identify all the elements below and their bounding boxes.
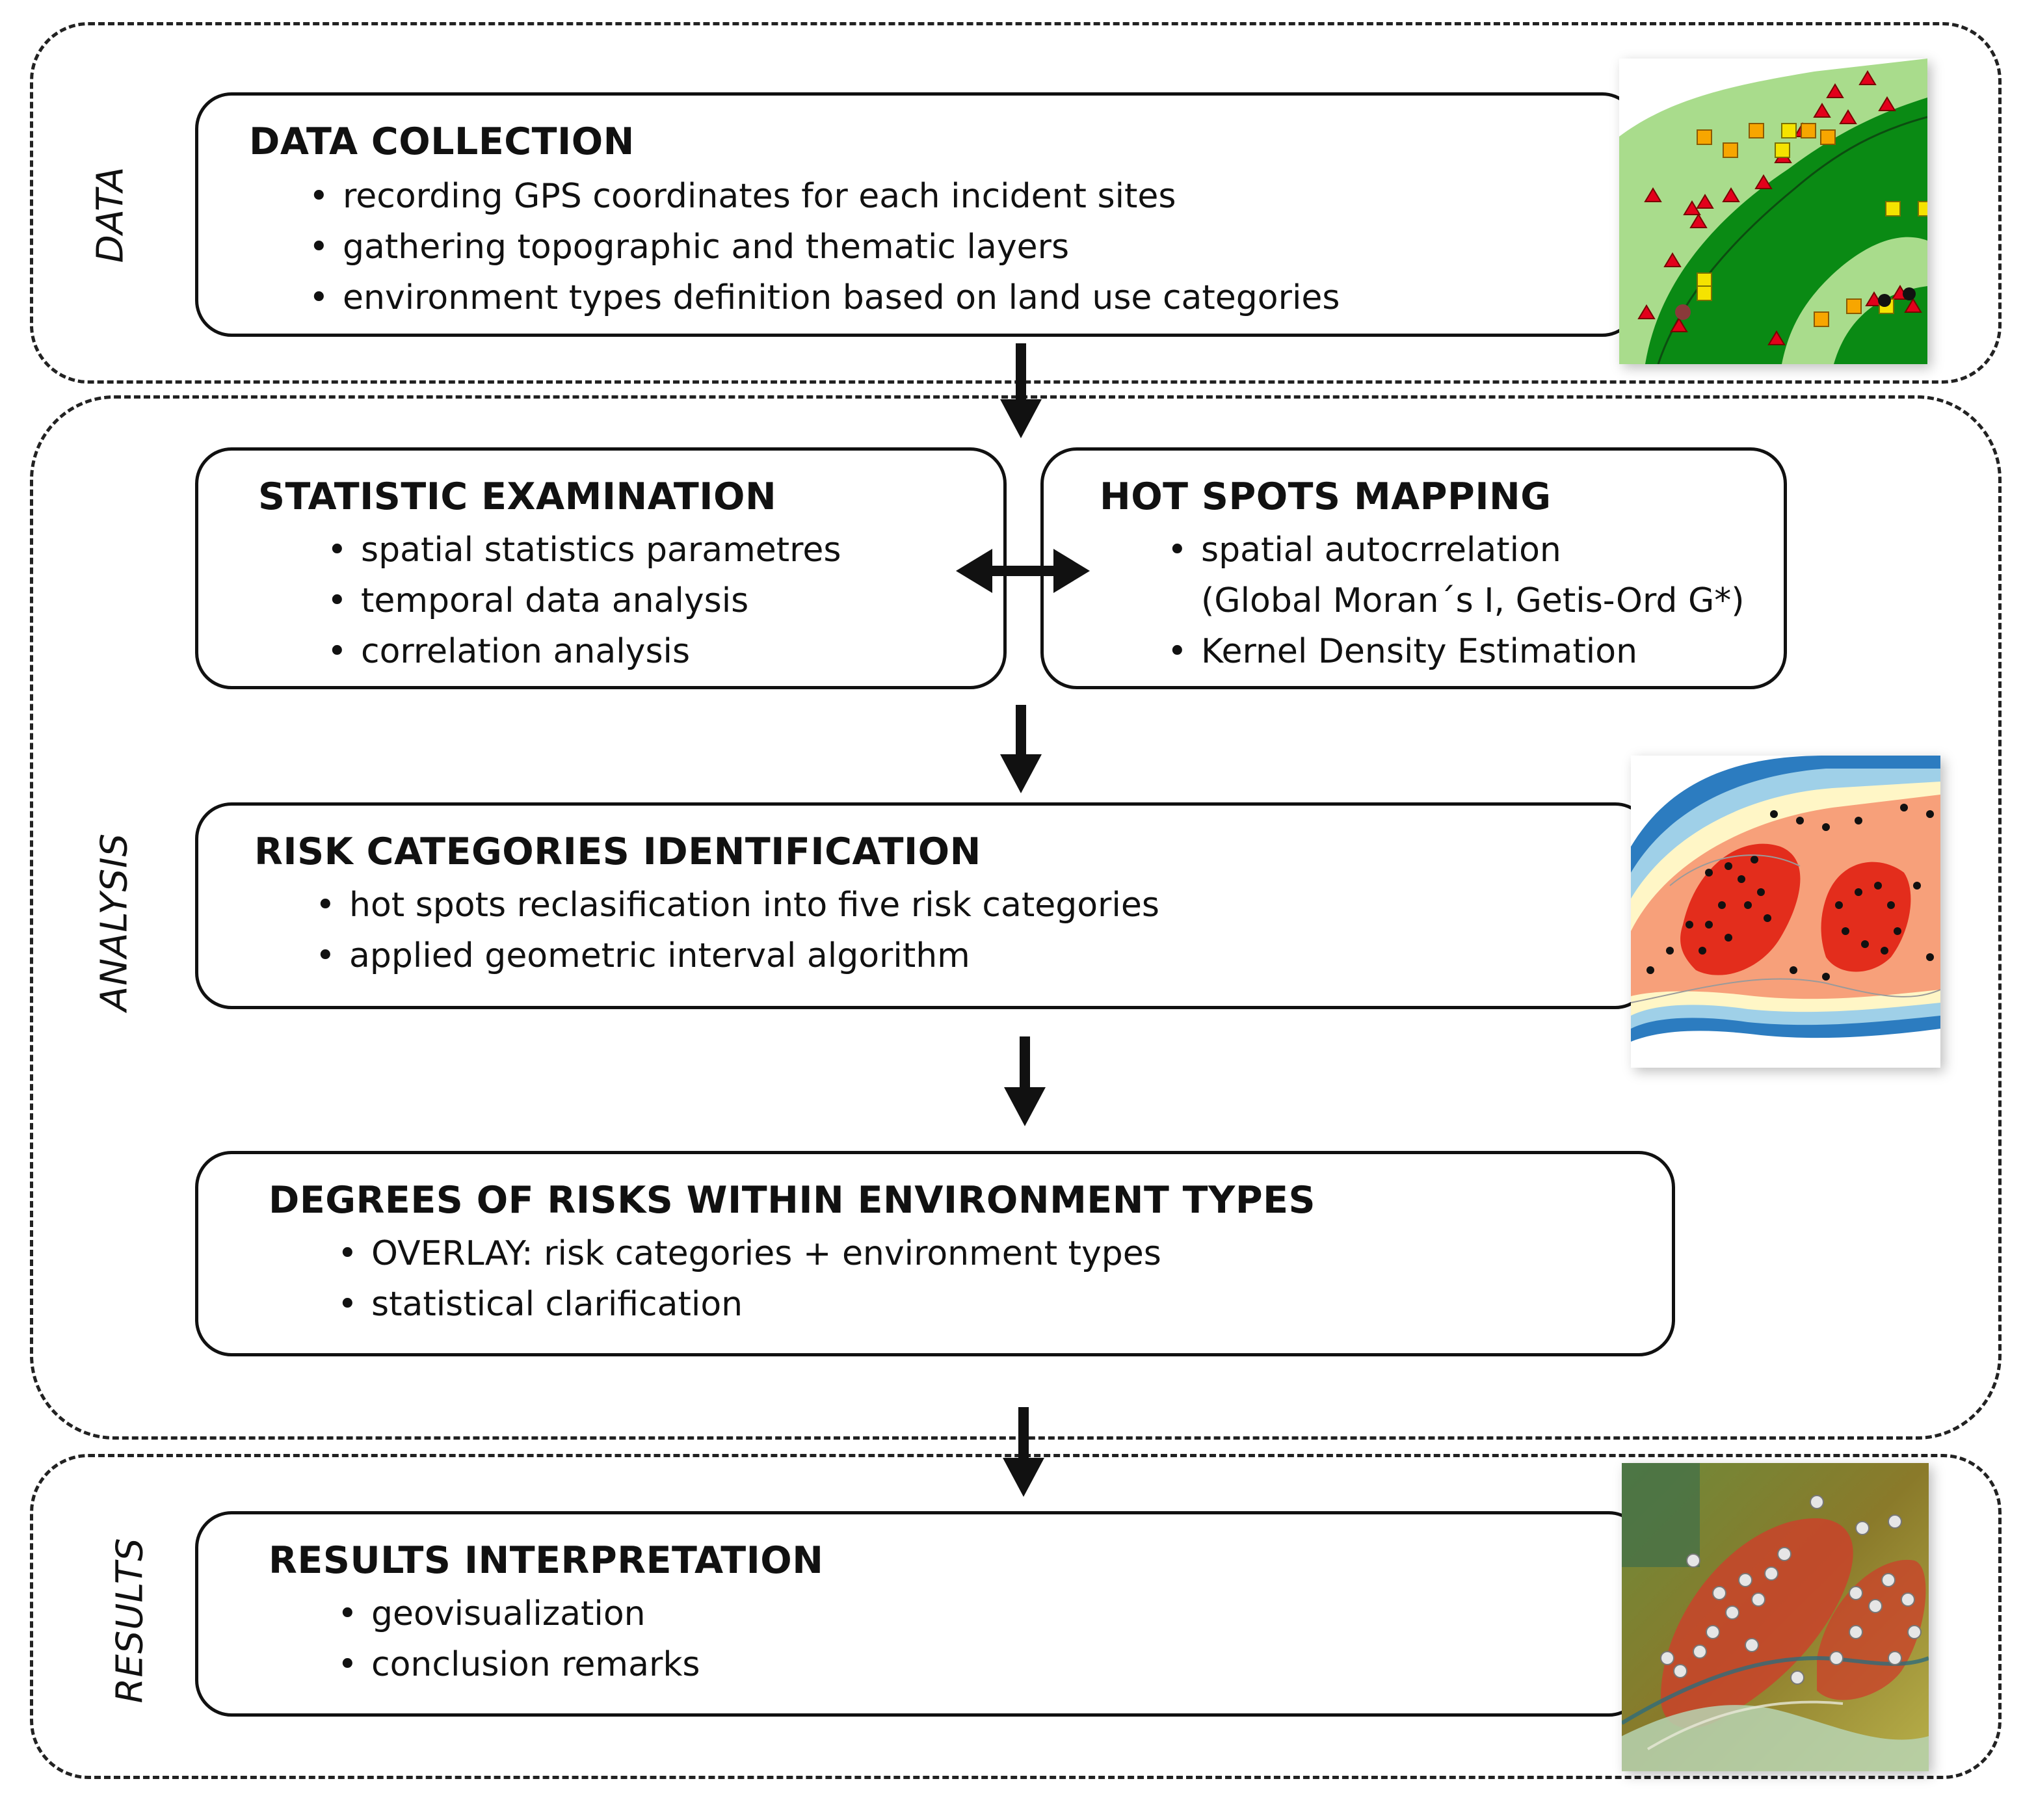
list-item: spatial statistics parametres bbox=[327, 525, 841, 575]
results-interpretation-title: RESULTS INTERPRETATION bbox=[269, 1539, 824, 1582]
arrow-down-icon bbox=[1000, 343, 1042, 438]
risk-density-map-thumbnail bbox=[1631, 756, 1940, 1068]
list-item: conclusion remarks bbox=[337, 1639, 700, 1690]
analysis-section-label: ANALYSIS bbox=[93, 832, 136, 1012]
list-item: geovisualization bbox=[337, 1589, 700, 1639]
degrees-of-risks-list: OVERLAY: risk categories + environment t… bbox=[337, 1228, 1161, 1330]
list-item: hot spots reclasification into five risk… bbox=[315, 880, 1159, 930]
risk-categories-title: RISK CATEGORIES IDENTIFICATION bbox=[254, 830, 981, 873]
risk-categories-box: RISK CATEGORIES IDENTIFICATION hot spots… bbox=[195, 802, 1652, 1009]
results-section-label: RESULTS bbox=[109, 1537, 152, 1704]
arrow-down-icon bbox=[1004, 1036, 1046, 1126]
data-section-label: DATA bbox=[89, 166, 132, 263]
list-item: environment types definition based on la… bbox=[309, 272, 1340, 323]
arrow-down-icon bbox=[1000, 705, 1042, 793]
incident-map-thumbnail bbox=[1619, 59, 1927, 364]
list-item: correlation analysis bbox=[327, 626, 841, 677]
list-item: spatial autocrrelation bbox=[1167, 525, 1745, 575]
list-item: statistical clarification bbox=[337, 1279, 1161, 1330]
data-collection-list: recording GPS coordinates for each incid… bbox=[309, 171, 1340, 323]
list-item-continuation: (Global Moran´s I, Getis-Ord G*) bbox=[1201, 581, 1745, 620]
list-item: applied geometric interval algorithm bbox=[315, 930, 1159, 981]
list-item: temporal data analysis bbox=[327, 575, 841, 626]
hot-spots-mapping-list: spatial autocrrelation (Global Moran´s I… bbox=[1167, 525, 1745, 677]
list-item: Kernel Density Estimation bbox=[1167, 626, 1745, 677]
statistic-examination-title: STATISTIC EXAMINATION bbox=[258, 475, 777, 518]
results-interpretation-list: geovisualization conclusion remarks bbox=[337, 1589, 700, 1690]
results-section bbox=[30, 1454, 2002, 1779]
data-collection-title: DATA COLLECTION bbox=[249, 120, 635, 163]
list-item: gathering topographic and thematic layer… bbox=[309, 222, 1340, 272]
list-item: recording GPS coordinates for each incid… bbox=[309, 171, 1340, 222]
statistic-examination-list: spatial statistics parametres temporal d… bbox=[327, 525, 841, 677]
degrees-of-risks-title: DEGREES OF RISKS WITHIN ENVIRONMENT TYPE… bbox=[269, 1179, 1316, 1222]
geovisualization-map-thumbnail bbox=[1622, 1463, 1929, 1771]
statistic-examination-box: STATISTIC EXAMINATION spatial statistics… bbox=[195, 447, 1007, 689]
risk-categories-list: hot spots reclasification into five risk… bbox=[315, 880, 1159, 981]
double-arrow-icon bbox=[956, 549, 1090, 593]
data-collection-box: DATA COLLECTION recording GPS coordinate… bbox=[195, 92, 1639, 337]
degrees-of-risks-box: DEGREES OF RISKS WITHIN ENVIRONMENT TYPE… bbox=[195, 1151, 1675, 1356]
list-item: OVERLAY: risk categories + environment t… bbox=[337, 1228, 1161, 1279]
arrow-down-icon bbox=[1003, 1407, 1044, 1497]
results-interpretation-box: RESULTS INTERPRETATION geovisualization … bbox=[195, 1511, 1645, 1717]
hot-spots-mapping-title: HOT SPOTS MAPPING bbox=[1100, 475, 1552, 518]
hot-spots-mapping-box: HOT SPOTS MAPPING spatial autocrrelation… bbox=[1040, 447, 1787, 689]
